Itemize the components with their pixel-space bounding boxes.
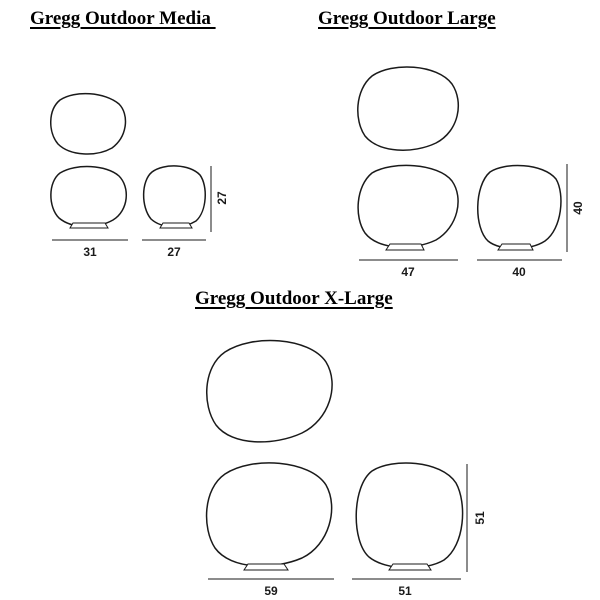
xlarge-group: 59 51 51 [205,339,487,598]
media-height-label: 27 [215,191,229,205]
xlarge-front-view-outline [205,462,333,567]
xlarge-height-label: 51 [473,511,487,525]
xlarge-front-base [243,563,289,571]
xlarge-side-view-outline [355,462,464,569]
large-front-view-outline [357,164,459,248]
media-side-width-label: 27 [167,245,181,259]
large-side-view-outline [477,164,562,250]
media-front-view-outline [50,165,127,228]
media-front-base [69,222,109,229]
media-group: 31 27 27 [50,92,229,259]
media-side-base [159,222,193,229]
large-side-base [497,243,534,251]
large-top-view-outline [357,66,460,151]
media-front-width-label: 31 [83,245,97,259]
large-height-label: 40 [571,201,585,215]
large-side-width-label: 40 [512,265,526,279]
title-gregg-outdoor-x-large: Gregg Outdoor X-Large [195,288,393,309]
large-group: 47 40 40 [357,66,585,279]
xlarge-top-view-outline [206,339,333,443]
title-gregg-outdoor-media: Gregg Outdoor Media [30,8,216,29]
xlarge-side-width-label: 51 [398,584,412,598]
title-gregg-outdoor-large: Gregg Outdoor Large [318,8,496,29]
large-front-width-label: 47 [401,265,415,279]
xlarge-side-base [388,563,432,571]
large-front-base [385,243,425,251]
xlarge-front-width-label: 59 [264,584,278,598]
media-side-view-outline [142,165,206,228]
media-top-view-outline [50,92,127,155]
